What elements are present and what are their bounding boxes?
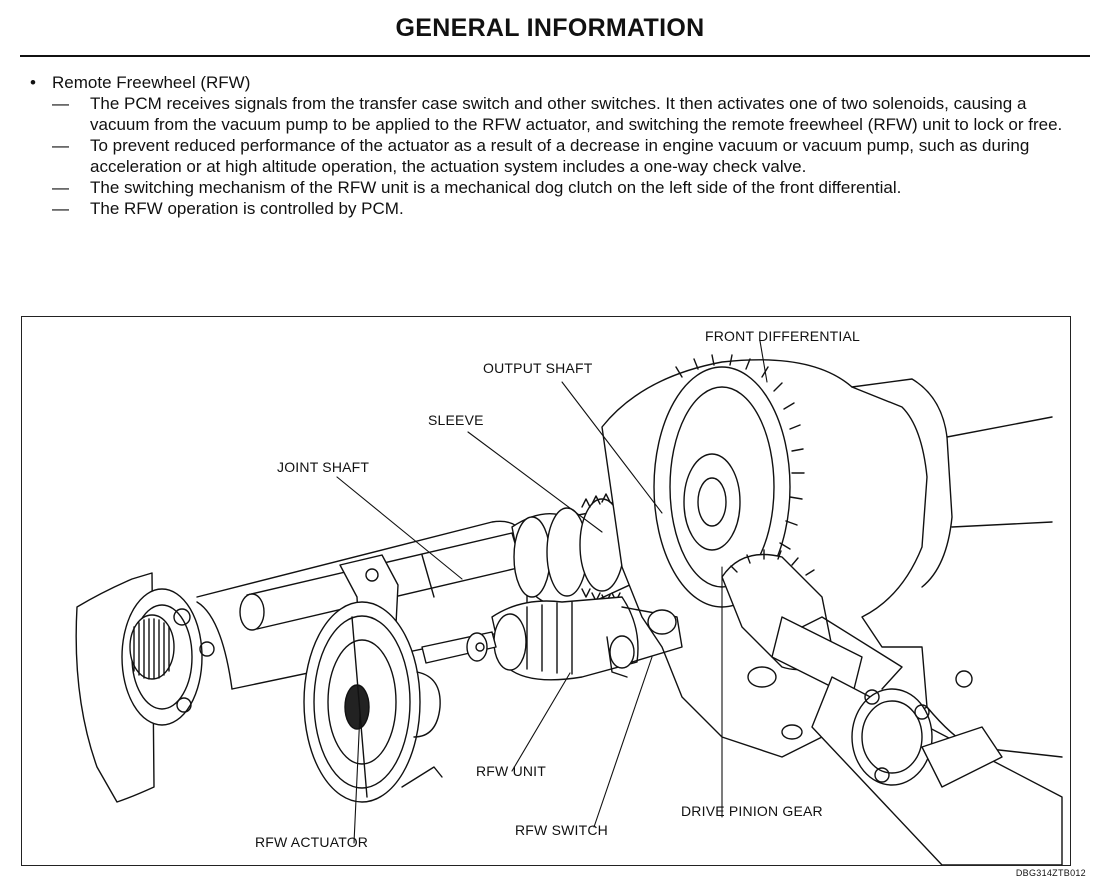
actuator-rod (421, 631, 497, 664)
label-output-shaft: OUTPUT SHAFT (483, 360, 593, 376)
label-sleeve: SLEEVE (428, 412, 484, 428)
dash-list: — The PCM receives signals from the trans… (52, 93, 1070, 219)
item-text: The RFW operation is controlled by PCM. (90, 199, 404, 218)
label-rfw-unit: RFW UNIT (476, 763, 547, 779)
rfw-unit-body (491, 596, 683, 681)
list-item: — The RFW operation is controlled by PCM. (52, 198, 1070, 219)
label-rfw-switch: RFW SWITCH (515, 822, 608, 838)
list-item: — The PCM receives signals from the trans… (52, 93, 1070, 135)
item-text: To prevent reduced performance of the ac… (90, 136, 1030, 176)
title-rule (20, 55, 1090, 57)
item-text: The PCM receives signals from the transf… (90, 94, 1063, 134)
dash-glyph: — (52, 178, 69, 197)
rfw-description: • Remote Freewheel (RFW) — The PCM receiv… (30, 72, 1070, 219)
rfw-drawing (75, 340, 1063, 865)
list-item: — To prevent reduced performance of the a… (52, 135, 1070, 177)
bullet-glyph: • (30, 73, 36, 92)
section-heading: Remote Freewheel (RFW) (52, 73, 251, 92)
label-front-differential: FRONT DIFFERENTIAL (705, 328, 861, 344)
sleeve-gear (511, 493, 649, 609)
leader-lines (336, 340, 768, 844)
list-item: — The switching mechanism of the RFW unit… (52, 177, 1070, 198)
drive-pinion (721, 549, 1063, 865)
page-title: GENERAL INFORMATION (395, 14, 705, 42)
left-cv-joint (75, 572, 215, 803)
figure-code: DBG314ZTB012 (1015, 868, 1086, 878)
item-text: The switching mechanism of the RFW unit … (90, 178, 902, 197)
dash-glyph: — (52, 199, 69, 218)
ring-gear (653, 354, 805, 608)
label-drive-pinion-gear: DRIVE PINION GEAR (681, 803, 823, 819)
label-joint-shaft: JOINT SHAFT (277, 459, 370, 475)
bullet-item: • Remote Freewheel (RFW) (30, 72, 1070, 93)
rfw-actuator (303, 601, 443, 803)
rfw-figure: FRONT DIFFERENTIAL OUTPUT SHAFT SLEEVE J… (21, 316, 1071, 866)
label-rfw-actuator: RFW ACTUATOR (255, 834, 369, 850)
dash-glyph: — (52, 94, 69, 113)
dash-glyph: — (52, 136, 69, 155)
